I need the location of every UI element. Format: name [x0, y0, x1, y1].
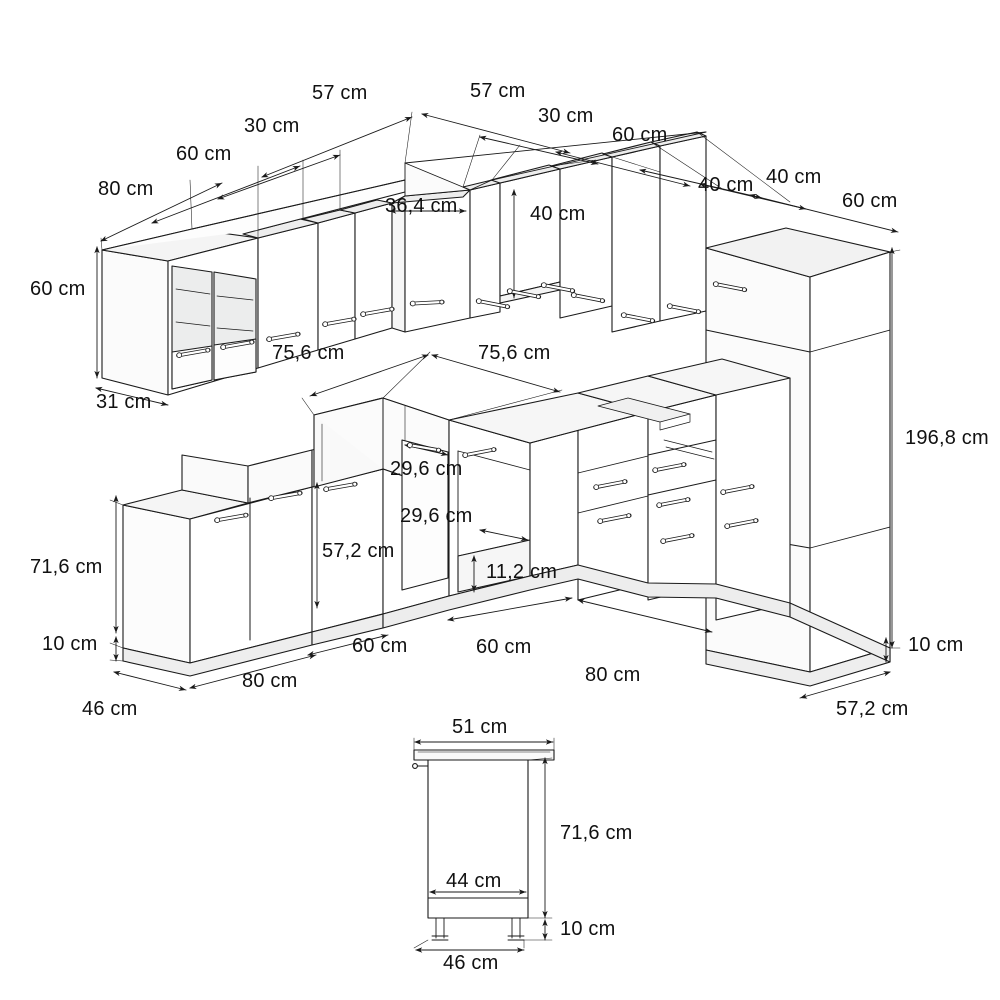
dim-inset-body-width-44: 44 cm [446, 870, 502, 892]
dim-upper-left-height-60: 60 cm [30, 278, 86, 300]
dim-inset-plinth-10: 10 cm [560, 918, 616, 940]
dim-upper-left-width-80: 80 cm [98, 178, 154, 200]
dim-upper-left-depth-31: 31 cm [96, 391, 152, 413]
dim-inset-base-width-46: 46 cm [443, 952, 499, 974]
dim-base-width-60-right: 60 cm [476, 636, 532, 658]
dim-opening-296-b: 29,6 cm [400, 505, 473, 527]
dim-plinth-right-10: 10 cm [908, 634, 964, 656]
dim-plinth-gap-112: 11,2 cm [486, 561, 558, 583]
dim-base-width-60-left: 60 cm [352, 635, 408, 657]
dim-base-body-height-572: 57,2 cm [322, 540, 395, 562]
dim-worktop-left-756: 75,6 cm [272, 342, 345, 364]
dim-inset-body-height-716: 71,6 cm [560, 822, 633, 844]
dim-worktop-right-756: 75,6 cm [478, 342, 551, 364]
dim-opening-296-a: 29,6 cm [390, 458, 463, 480]
dim-inset-top-width-51: 51 cm [452, 716, 508, 738]
dim-base-width-80-right: 80 cm [585, 664, 641, 686]
dim-upper-right-width-60b: 60 cm [842, 190, 898, 212]
dim-upper-right-width-30: 30 cm [538, 105, 594, 127]
dim-upper-right-width-40a: 40 cm [698, 174, 754, 196]
dimension-lines-base [113, 354, 891, 699]
dimension-lines-upper [94, 112, 899, 649]
dim-upper-right-height-40: 40 cm [530, 203, 586, 225]
dim-upper-left-width-30: 30 cm [244, 115, 300, 137]
dim-upper-right-corner-57: 57 cm [470, 80, 526, 102]
dim-upper-left-corner-57: 57 cm [312, 82, 368, 104]
dim-corner-door-width: 36,4 cm [385, 195, 458, 217]
dim-upper-right-width-60: 60 cm [612, 124, 668, 146]
dim-tall-height-1968: 196,8 cm [905, 427, 989, 449]
dim-base-width-80-left: 80 cm [242, 670, 298, 692]
dim-base-plinth-left-10: 10 cm [42, 633, 98, 655]
dim-upper-left-width-60: 60 cm [176, 143, 232, 165]
dim-upper-right-width-40b: 40 cm [766, 166, 822, 188]
dim-tall-depth-572: 57,2 cm [836, 698, 909, 720]
inset-side-view [412, 737, 555, 953]
upper-corner-unit [391, 162, 471, 333]
dim-base-left-height-716: 71,6 cm [30, 556, 103, 578]
base-left-sink-unit [122, 449, 313, 677]
witness-lines [100, 111, 901, 662]
dim-base-depth-46: 46 cm [82, 698, 138, 720]
upper-left-run [101, 179, 406, 396]
base-oven-drawer-unit [448, 358, 791, 621]
